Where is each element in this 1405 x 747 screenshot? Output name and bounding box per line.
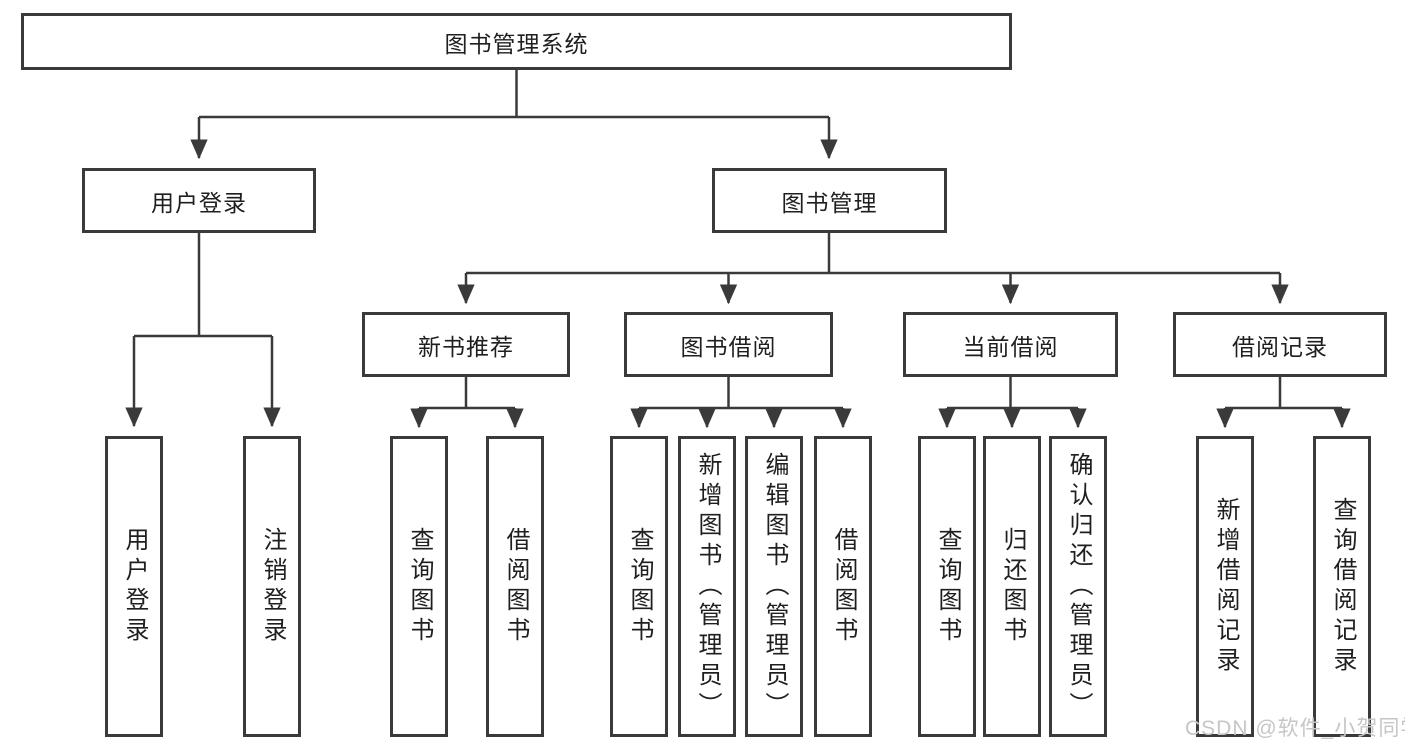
node-user-login: 用户登录 [82, 168, 316, 233]
leaf-confirm-return-admin-label: 确认归还（管理员） [1065, 451, 1092, 722]
node-borrowing-records: 借阅记录 [1173, 312, 1387, 377]
leaf-logout: 注销登录 [243, 436, 301, 737]
leaf-query-borrow-record-label: 查询借阅记录 [1329, 496, 1356, 677]
leaf-borrow-books-1: 借阅图书 [486, 436, 544, 737]
leaf-query-borrow-record: 查询借阅记录 [1313, 436, 1371, 737]
csdn-watermark: CSDN @软件_小贺同学 [1185, 717, 1405, 740]
leaf-query-books-3-label: 查询图书 [934, 526, 961, 647]
node-library-management-system: 图书管理系统 [21, 13, 1012, 70]
leaf-query-books-1-label: 查询图书 [406, 526, 433, 647]
node-current-borrowing: 当前借阅 [903, 312, 1118, 377]
leaf-borrow-books-2-label: 借阅图书 [830, 526, 857, 647]
leaf-query-books-2: 查询图书 [610, 436, 668, 737]
leaf-confirm-return-admin: 确认归还（管理员） [1049, 436, 1107, 737]
leaf-user-login-label: 用户登录 [121, 526, 148, 647]
leaf-return-book-label: 归还图书 [999, 526, 1026, 647]
leaf-return-book: 归还图书 [983, 436, 1041, 737]
node-book-management: 图书管理 [712, 168, 947, 233]
leaf-edit-book-admin: 编辑图书（管理员） [745, 436, 803, 737]
leaf-add-borrow-record-label: 新增借阅记录 [1212, 496, 1239, 677]
node-new-book-recommend: 新书推荐 [362, 312, 570, 377]
leaf-query-books-3: 查询图书 [918, 436, 976, 737]
leaf-add-book-admin-label: 新增图书（管理员） [694, 451, 721, 722]
leaf-logout-label: 注销登录 [259, 526, 286, 647]
leaf-add-book-admin: 新增图书（管理员） [678, 436, 736, 737]
leaf-borrow-books-2: 借阅图书 [814, 436, 872, 737]
leaf-add-borrow-record: 新增借阅记录 [1196, 436, 1254, 737]
leaf-borrow-books-1-label: 借阅图书 [502, 526, 529, 647]
node-book-borrowing: 图书借阅 [624, 312, 833, 377]
leaf-user-login: 用户登录 [105, 436, 163, 737]
leaf-edit-book-admin-label: 编辑图书（管理员） [761, 451, 788, 722]
leaf-query-books-2-label: 查询图书 [626, 526, 653, 647]
leaf-query-books-1: 查询图书 [390, 436, 448, 737]
